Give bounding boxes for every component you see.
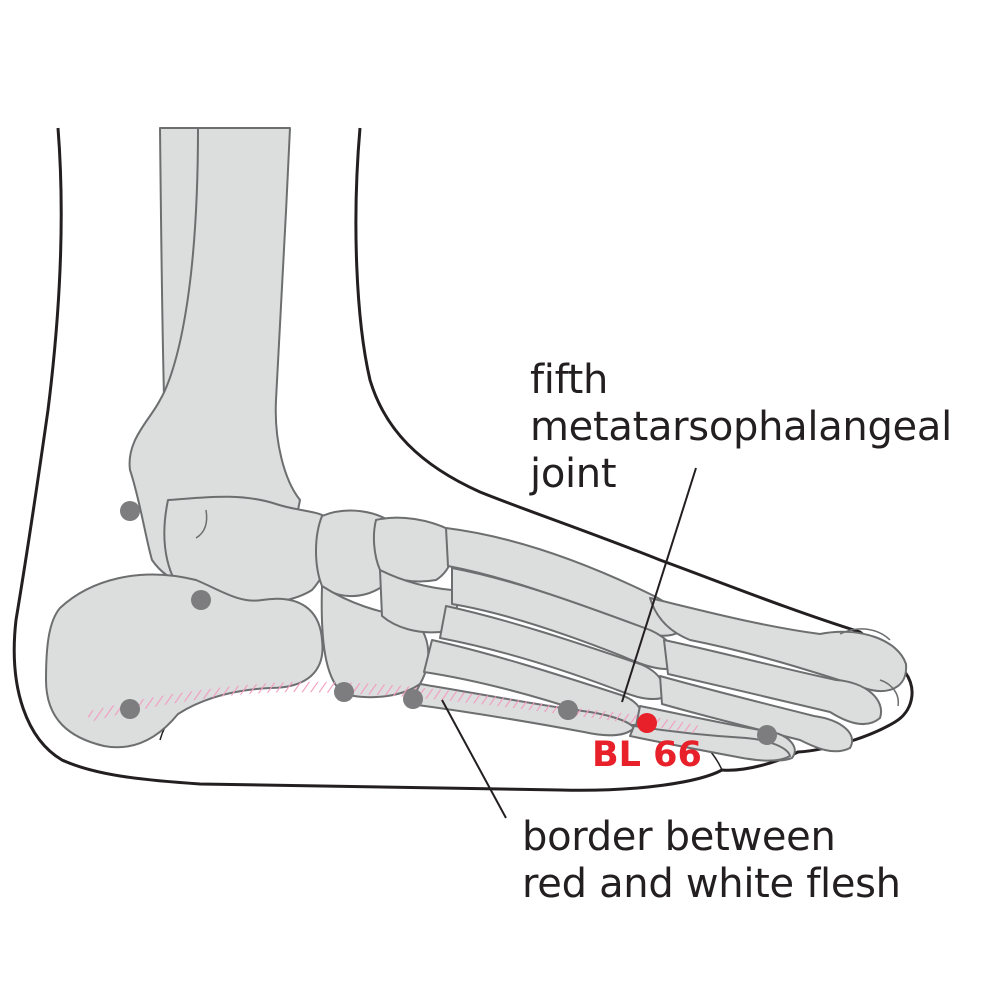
toe-phalanges-3 — [659, 675, 853, 753]
landmark-dot — [558, 700, 578, 720]
foot-bones — [45, 127, 908, 762]
flesh-border-band — [86, 681, 700, 734]
tibia-detail-line — [195, 509, 208, 539]
joint-label-line-3: joint — [530, 451, 617, 497]
border-label-line-2: red and white flesh — [522, 861, 901, 907]
border-leader-line — [441, 699, 507, 819]
toe-nail-line-1 — [839, 628, 891, 641]
joint-leader-line — [621, 467, 697, 703]
joint-label-line-2: metatarsophalangeal — [530, 404, 952, 450]
joint-label: fifth metatarsophalangeal joint — [530, 357, 952, 498]
landmark-dot — [334, 682, 354, 702]
bl66-point-label: BL 66 — [592, 735, 702, 775]
landmark-dot — [120, 501, 140, 521]
toe-phalanges-5 — [629, 725, 791, 762]
toe-phalanges-1 — [649, 597, 908, 692]
toe-nail-line-2 — [879, 679, 900, 707]
landmark-dot — [403, 689, 423, 709]
landmark-dot — [120, 699, 140, 719]
cuneiform-bone-1 — [372, 516, 455, 583]
bl66-point-marker — [637, 713, 657, 733]
joint-label-line-1: fifth — [530, 357, 609, 403]
landmark-dot — [191, 590, 211, 610]
landmark-dot — [757, 725, 777, 745]
toe-phalanges-2 — [663, 639, 883, 726]
flesh-border-label: border between red and white flesh — [522, 814, 901, 908]
border-label-line-1: border between — [522, 814, 836, 860]
